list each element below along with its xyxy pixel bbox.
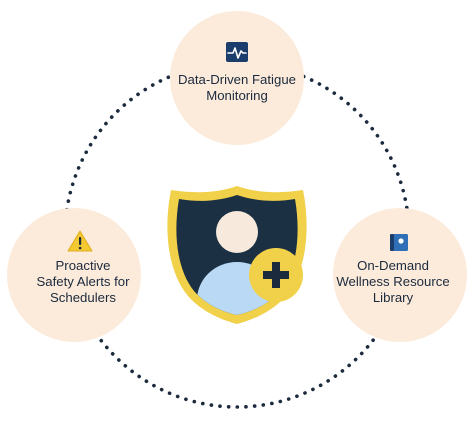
heartbeat-monitor-icon <box>226 42 248 62</box>
node-label-right: On-Demand Wellness Resource Library <box>336 258 450 305</box>
node-label-top: Data-Driven Fatigue Monitoring <box>177 72 296 103</box>
node-circle-left <box>7 208 141 342</box>
warning-triangle-icon <box>67 230 93 252</box>
shield-user-plus-icon <box>167 186 307 324</box>
plus-sign <box>263 262 289 288</box>
book-icon <box>390 234 408 251</box>
avatar-head <box>216 211 258 253</box>
node-label-left: Proactive Safety Alerts for Schedulers <box>36 258 130 305</box>
node-circle-top <box>170 11 304 145</box>
node-circle-right <box>333 208 467 342</box>
